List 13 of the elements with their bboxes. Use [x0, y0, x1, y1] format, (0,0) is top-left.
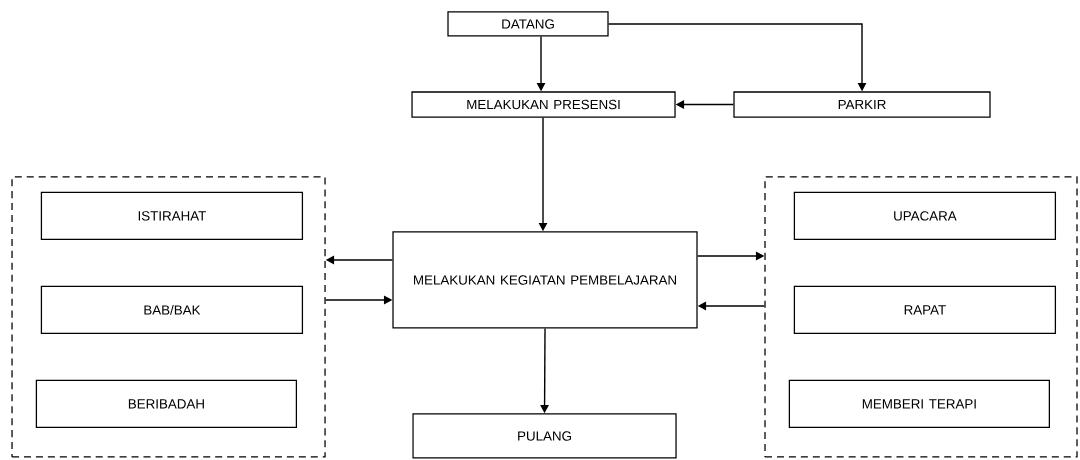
- process-box: PARKIR: [733, 91, 991, 118]
- dashed-group-box: [11, 176, 326, 458]
- process-box: RAPAT: [793, 285, 1057, 334]
- process-box: MELAKUKAN KEGIATAN PEMBELAJARAN: [392, 231, 698, 329]
- process-box: DATANG: [447, 11, 609, 37]
- dashed-group-box: [764, 176, 1078, 458]
- process-box: BERIBADAH: [35, 379, 298, 428]
- process-box: MELAKUKAN PRESENSI: [411, 91, 676, 118]
- process-box: UPACARA: [793, 191, 1057, 240]
- process-box: ISTIRAHAT: [40, 191, 304, 240]
- process-box: BAB/BAK: [40, 285, 304, 334]
- process-box: MEMBERI TERAPI: [788, 379, 1050, 428]
- process-box: PULANG: [412, 413, 677, 459]
